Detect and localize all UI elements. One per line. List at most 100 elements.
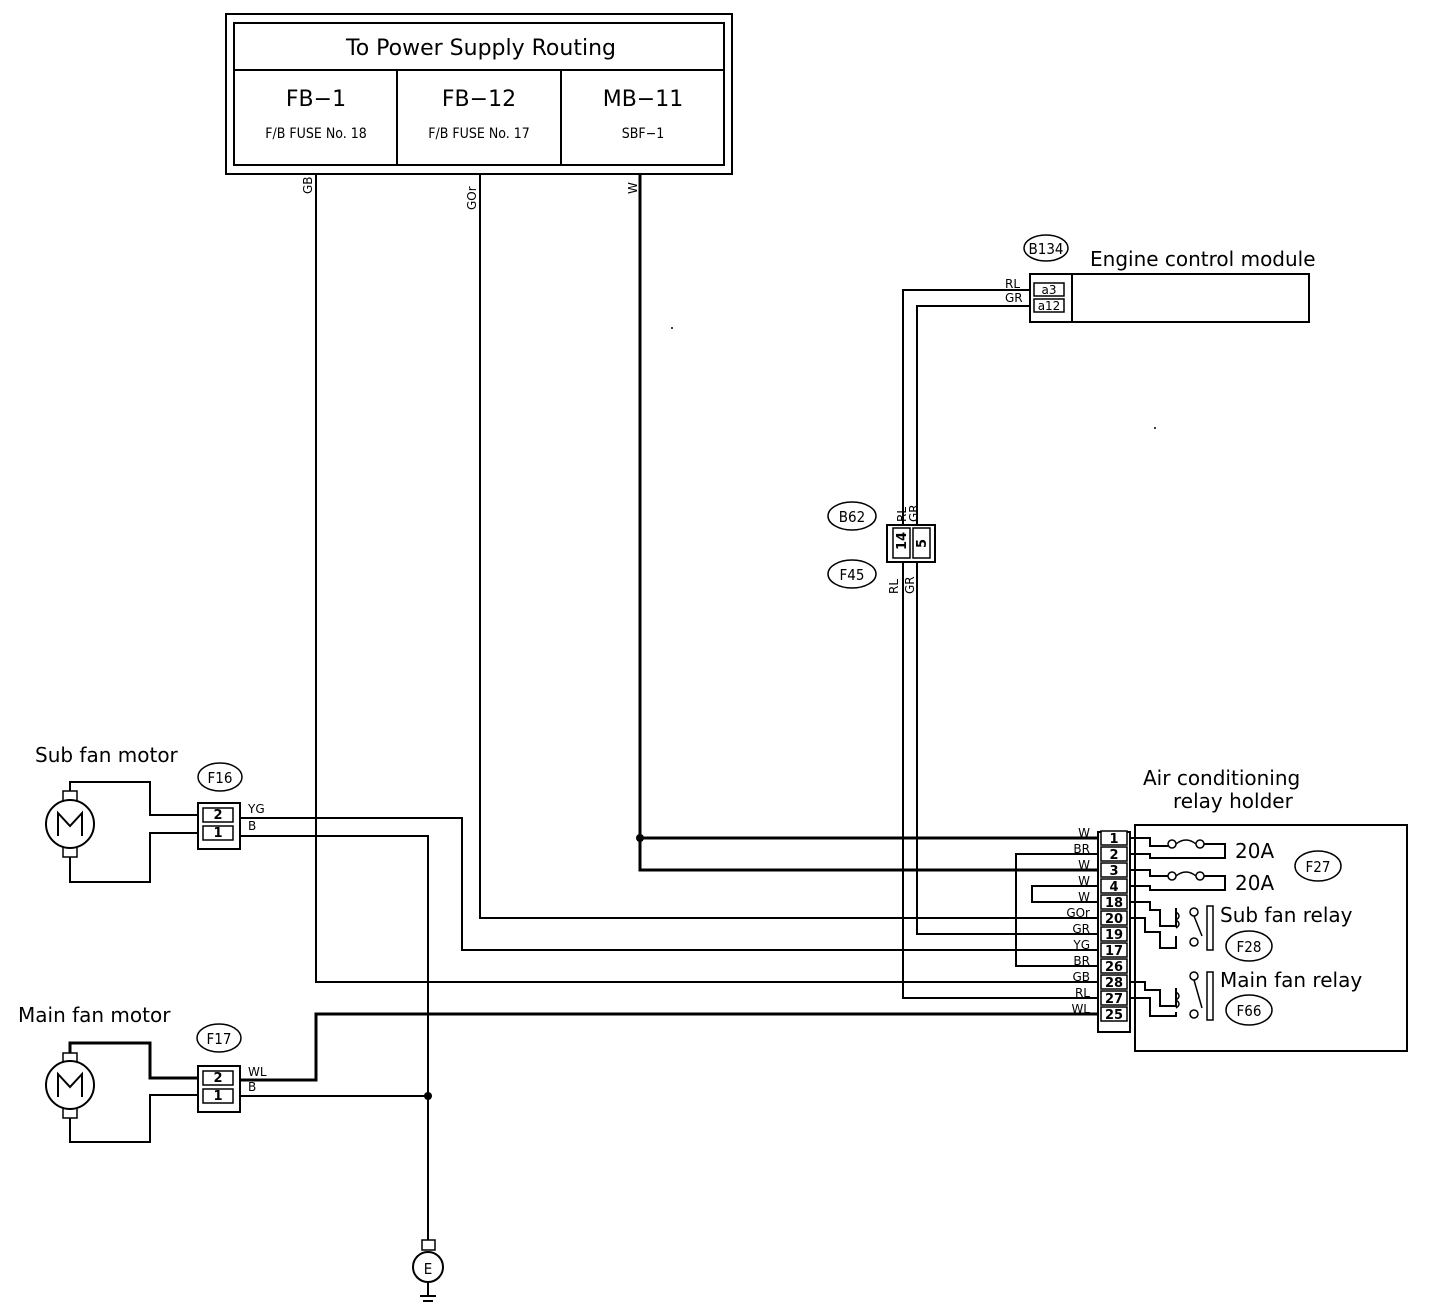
relay-pin-cell [1100,830,1128,846]
relay-holder: Air conditioning relay holder 1234182019… [1066,766,1408,1052]
main-fan-wire-2 [68,1041,200,1080]
fuse2-contact-a [1167,871,1177,881]
ground-junction [424,1092,432,1100]
fuse-fb1-sub: F/B FUSE No. 18 [265,126,366,142]
wire-wl [240,1012,1098,1082]
main-relay-connector-badge [1225,994,1273,1026]
relay-pin-cell [1100,846,1128,862]
relay-pin-label: 28 [1105,976,1123,991]
joint-pin-5 [912,527,931,559]
main-fan-label: Main fan motor [18,1003,171,1027]
main-relay-coil-return [1130,997,1177,1017]
relay-wire-color-label: BR [1073,954,1090,968]
main-relay-coil [1174,991,1180,1009]
main-fan-pin-1 [202,1088,234,1104]
sub-fan-pin-1-label: 1 [213,826,222,841]
wire-b-ground [240,835,429,1240]
joint-top-wire-rl: RL [895,507,909,522]
main-fan-wire-b-label: B [248,1080,256,1094]
fuse1-lead-in [1130,837,1168,847]
relay-wire-color-label: GB [1072,970,1090,984]
fuse1-element [1175,839,1197,845]
joint-bottom-wire-rl: RL [887,579,901,594]
ecm-pin-a3-label: a3 [1042,283,1057,297]
main-relay-contact-a [1189,971,1199,981]
ecm-connector-badge [1023,234,1069,262]
sub-fan-pin-2 [202,807,234,823]
relay-wire-color-label: BR [1073,842,1090,856]
wire-gb [315,174,1098,983]
ecm-label: Engine control module [1090,247,1316,271]
sub-fan-wire-yg-label: YG [247,802,265,816]
main-fan-pin-1-label: 1 [213,1089,222,1104]
relay-holder-label-1: Air conditioning [1143,766,1300,790]
sub-relay-bar [1206,905,1214,951]
sub-relay-coil-wire [1130,901,1177,927]
relay-pin-label: 27 [1105,992,1123,1007]
main-fan-connector-badge [196,1023,242,1053]
relay-pin-label: 20 [1105,912,1123,927]
relay-pin-cell [1100,974,1128,990]
fuse-connector-badge [1294,850,1342,882]
wire-w-main [638,174,1098,872]
wire-gr-relay [916,562,1098,935]
fuse2-element [1175,871,1197,877]
sub-fan-wire-b-label: B [248,819,256,833]
main-fan-m-glyph [57,1071,83,1097]
wire-junction-w [636,834,644,842]
joint-bottom-wire-gr: GR [903,576,917,594]
relay-wire-color-label: GOr [1066,906,1090,920]
joint-bottom-badge [827,559,877,589]
fuse-mb11-sub: SBF−1 [622,126,664,142]
sub-relay-coil [1174,911,1180,929]
fuse2-rating: 20A [1235,871,1274,895]
relay-pin-label: 17 [1105,944,1123,959]
fuse-mb11-id: MB−11 [603,87,684,112]
sub-relay-contact-b [1189,937,1199,947]
main-fan-pin-2-label: 2 [213,1071,222,1086]
relay-wire-color-label: W [1078,874,1090,888]
relay-pin-cell [1100,958,1128,974]
scan-speck-1 [671,327,673,329]
power-supply-title: To Power Supply Routing [345,36,616,61]
main-relay-contact-b [1189,1009,1199,1019]
sub-fan-motor: Sub fan motor F16 2 1 YG B [35,743,265,883]
joint-connector: B62 F45 14 5 RL GR RL GR [827,501,936,594]
wire-w-loop [1031,885,1098,903]
ecm-pin-a12-label: a12 [1038,299,1061,313]
relay-pin-label: 26 [1105,960,1123,975]
fuse2-contact-b [1195,871,1205,881]
fuse1-lead-out [1130,843,1226,859]
wire-yg [240,817,1098,951]
relay-pin-cell [1100,910,1128,926]
wire-br-loop [1015,853,1098,967]
ground-symbol: E [424,1260,433,1278]
relay-pin-label: 25 [1105,1008,1123,1023]
relay-wire-color-label: WL [1071,1002,1090,1016]
fuse1-rating: 20A [1235,839,1274,863]
main-fan-motor-icon [45,1060,95,1110]
wire-label-gor: GOr [465,186,479,210]
sub-fan-motor-icon [45,799,95,849]
sub-relay-contact-a [1189,907,1199,917]
main-relay-label: Main fan relay [1220,968,1362,992]
wire-label-w: W [626,182,640,194]
fuse2-lead-in [1130,869,1168,877]
relay-pin-label: 2 [1109,848,1118,863]
main-fan-motor: Main fan motor F17 2 1 WL B [18,1003,267,1143]
sub-fan-connector-badge [197,762,243,792]
fuse1-contact-a [1167,839,1177,849]
main-relay-bar [1206,971,1214,1021]
engine-control-module: B134 Engine control module a3 a12 RL GR [1005,234,1316,323]
sub-fan-m-glyph [57,810,83,836]
sub-fan-wire-2 [69,781,200,816]
ecm-connector-id: B134 [1028,240,1063,258]
main-relay-switch [1193,979,1203,1009]
main-fan-wire-1 [69,1094,200,1143]
joint-pin-5-label: 5 [915,539,930,548]
relay-pin-label: 1 [1109,832,1118,847]
fuse-fb1-id: FB−1 [286,87,346,112]
relay-holder-label-2: relay holder [1173,789,1294,813]
joint-bottom-id: F45 [840,566,865,584]
